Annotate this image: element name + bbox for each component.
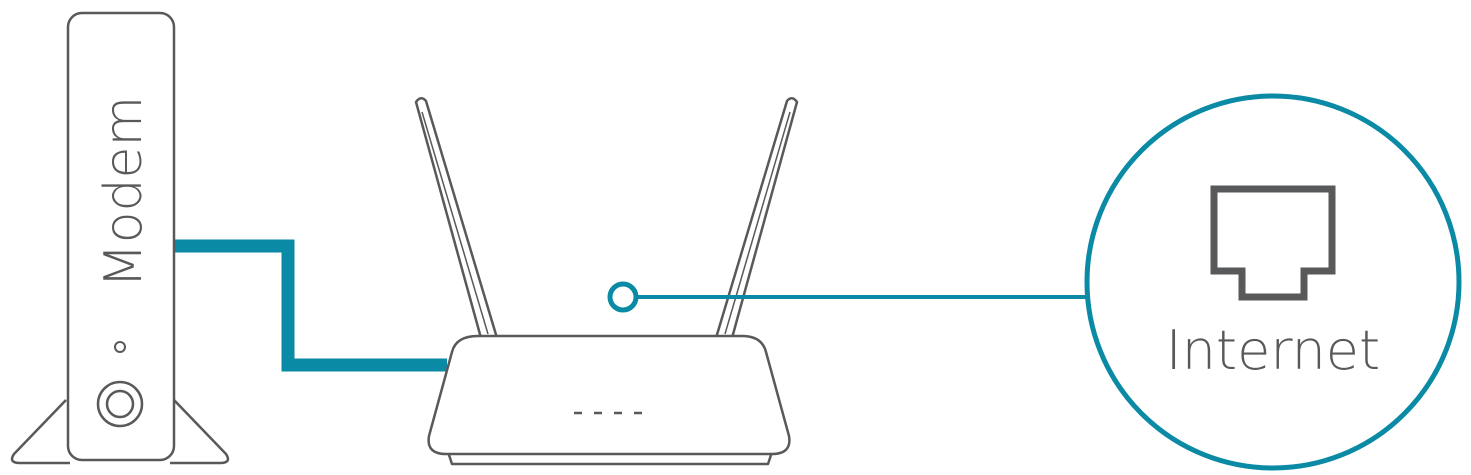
internet-callout: Internet bbox=[1084, 93, 1462, 471]
modem-power-button-icon[interactable] bbox=[96, 380, 144, 428]
internet-callout-circle bbox=[1084, 93, 1462, 471]
router-body bbox=[427, 334, 791, 456]
modem-device: Modem bbox=[10, 11, 230, 465]
modem-stand-right bbox=[170, 399, 230, 465]
modem-label: Modem bbox=[94, 96, 154, 288]
modem-led-icon bbox=[114, 341, 126, 353]
router-internet-port-marker bbox=[607, 281, 639, 313]
internet-label: Internet bbox=[1166, 319, 1380, 382]
router-antenna-right bbox=[714, 97, 799, 340]
modem-stand-left bbox=[10, 399, 70, 465]
router-device bbox=[414, 97, 799, 466]
modem-router-cable bbox=[172, 239, 447, 372]
modem-body bbox=[66, 11, 176, 462]
ethernet-port-icon bbox=[1210, 185, 1336, 301]
